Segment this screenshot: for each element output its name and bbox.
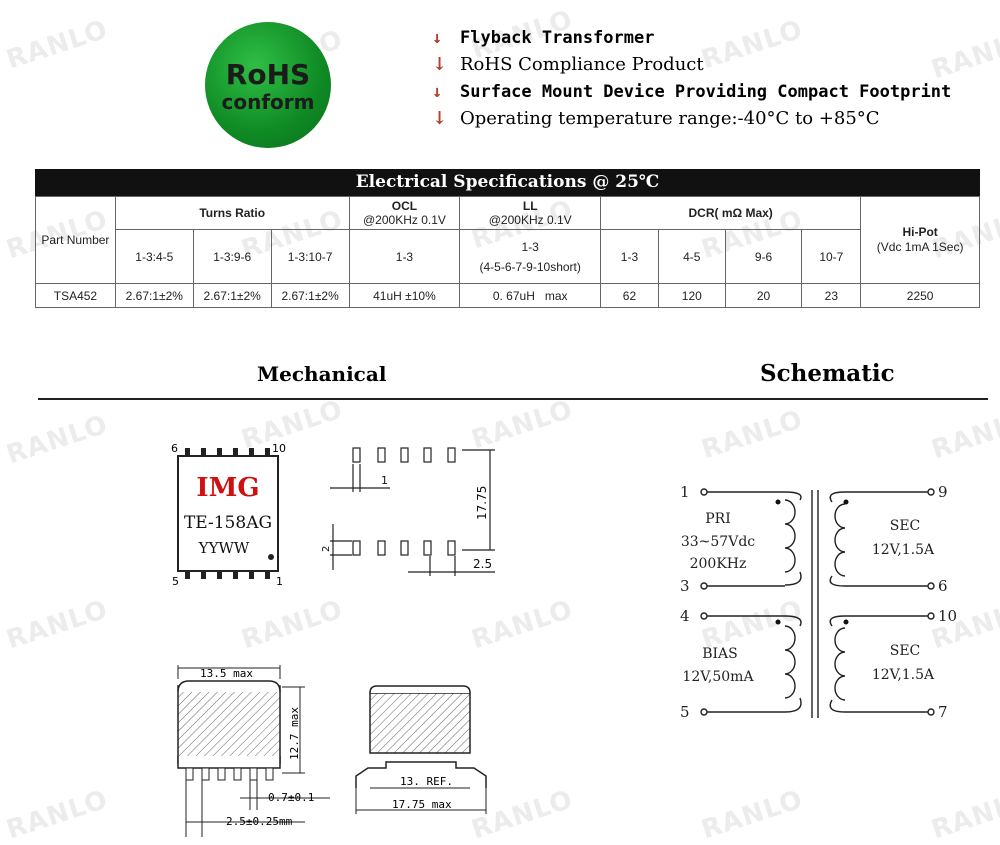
winding-label: 200KHz <box>690 556 747 572</box>
sub-dcr3: 9-6 <box>724 229 803 284</box>
cell-part: TSA452 <box>35 283 116 308</box>
watermark: RANLO <box>697 784 807 845</box>
pin-label: 9 <box>938 483 948 501</box>
winding-label: PRI <box>705 511 731 527</box>
cell-ocl: 41uH ±10% <box>348 283 461 308</box>
winding-label: SEC <box>890 518 921 534</box>
mechanical-drawing: IMG TE-158AG YYWW 6 10 5 1 1 2 17.75 2.5 <box>171 442 495 837</box>
dimension-label: 12.7 max <box>288 707 301 760</box>
sub-dcr2: 4-5 <box>657 229 726 284</box>
watermark: RANLO <box>927 784 1000 845</box>
watermark: RANLO <box>697 404 807 466</box>
dimension-label: 2.5±0.25mm <box>226 815 293 828</box>
header-dcr: DCR( mΩ Max) <box>600 196 862 230</box>
winding-label: 12V,1.5A <box>872 667 935 683</box>
chip-date-code: YYWW <box>198 539 250 557</box>
chip-model: TE-158AG <box>184 513 272 533</box>
cell-dcr2: 120 <box>657 283 726 308</box>
winding-label: 12V,1.5A <box>872 542 935 558</box>
pin-label: 7 <box>938 703 948 721</box>
dimension-label: 13. REF. <box>400 775 453 788</box>
sub-tr1: 1-3:4-5 <box>114 229 194 284</box>
table-row: TSA452 2.67:1±2% 2.67:1±2% 2.67:1±2% 41u… <box>35 283 980 308</box>
feature-item: ↓Surface Mount Device Providing Compact … <box>432 82 952 102</box>
sub-tr3: 1-3:10-7 <box>270 229 350 284</box>
header-hipot: Hi-Pot(Vdc 1mA 1Sec) <box>860 196 980 284</box>
cell-hipot: 2250 <box>860 283 980 308</box>
feature-item: ↓Flyback Transformer <box>432 28 655 48</box>
chip-top-view: IMG TE-158AG YYWW 6 10 5 1 <box>171 442 286 588</box>
cell-tr2: 2.67:1±2% <box>192 283 272 308</box>
sub-tr2: 1-3:9-6 <box>192 229 272 284</box>
winding-label: 12V,50mA <box>682 669 754 685</box>
feature-item: ↓RoHS Compliance Product <box>432 54 704 75</box>
dimension-label: 0.7±0.1 <box>268 791 314 804</box>
sub-ocl: 1-3 <box>348 229 461 284</box>
mechanical-title: Mechanical <box>257 362 387 386</box>
header-part-number: Part Number <box>35 196 116 284</box>
pin-label: 3 <box>680 577 690 595</box>
winding-label: SEC <box>890 643 921 659</box>
pad-layout: 1 2 17.75 2.5 <box>321 447 495 576</box>
sub-dcr1: 1-3 <box>600 229 659 284</box>
section-divider <box>38 398 988 400</box>
bullet-icon: ↓ <box>432 54 448 75</box>
rohs-logo-subtext: conform <box>221 90 315 114</box>
pin-label: 1 <box>680 483 690 501</box>
pin-label: 6 <box>171 442 178 455</box>
pin-label: 10 <box>272 442 286 455</box>
winding-label: BIAS <box>702 646 738 662</box>
bullet-icon: ↓ <box>432 108 448 129</box>
watermark: RANLO <box>2 14 112 76</box>
header-turns-ratio: Turns Ratio <box>114 196 350 230</box>
pin-label: 5 <box>172 575 179 588</box>
winding-label: 33~57Vdc <box>681 534 755 550</box>
bullet-icon: ↓ <box>432 28 443 48</box>
dimension-label: 13.5 max <box>200 667 253 680</box>
watermark: RANLO <box>927 404 1000 466</box>
front-view: 13.5 max 12.7 max 0.7±0.1 2.5±0.25mm <box>177 665 330 837</box>
header-ll: LL@200KHz 0.1V <box>459 196 602 230</box>
dimension-label: 1 <box>381 474 388 487</box>
cell-dcr3: 20 <box>724 283 803 308</box>
cell-dcr1: 62 <box>600 283 659 308</box>
dimension-label: 2.5 <box>473 557 492 571</box>
schematic-title: Schematic <box>760 360 895 387</box>
cell-ll: 0. 67uH max <box>459 283 602 308</box>
spec-table-title: Electrical Specifications @ 25℃ <box>35 169 980 196</box>
pin-label: 10 <box>938 607 957 625</box>
pin-label: 6 <box>938 577 948 595</box>
cell-tr3: 2.67:1±2% <box>270 283 350 308</box>
sub-ll: 1-3(4-5-6-7-9-10short) <box>459 229 602 284</box>
cell-dcr4: 23 <box>801 283 862 308</box>
watermark: RANLO <box>697 14 807 76</box>
cell-tr1: 2.67:1±2% <box>114 283 194 308</box>
header-ocl: OCL@200KHz 0.1V <box>348 196 461 230</box>
side-view: 13. REF. 17.75 max <box>355 685 487 814</box>
dimension-label: 2 <box>321 546 332 552</box>
bullet-icon: ↓ <box>432 82 443 102</box>
pin-label: 5 <box>680 703 690 721</box>
feature-item: ↓Operating temperature range:-40°C to +8… <box>432 108 880 129</box>
pin-label: 1 <box>276 575 283 588</box>
watermark: RANLO <box>927 24 1000 86</box>
spec-table: Part Number Turns Ratio OCL@200KHz 0.1V … <box>35 196 980 308</box>
schematic-diagram: 1 3 4 5 9 6 10 7 PRI 33~57Vdc 200KHz SEC… <box>680 483 957 721</box>
sub-dcr4: 10-7 <box>801 229 862 284</box>
pin-label: 4 <box>680 607 690 625</box>
dimension-label: 17.75 <box>475 486 489 520</box>
rohs-logo: RoHS conform <box>205 22 331 148</box>
dimension-label: 17.75 max <box>392 798 452 811</box>
chip-brand: IMG <box>196 473 259 503</box>
rohs-logo-text: RoHS <box>225 58 311 91</box>
